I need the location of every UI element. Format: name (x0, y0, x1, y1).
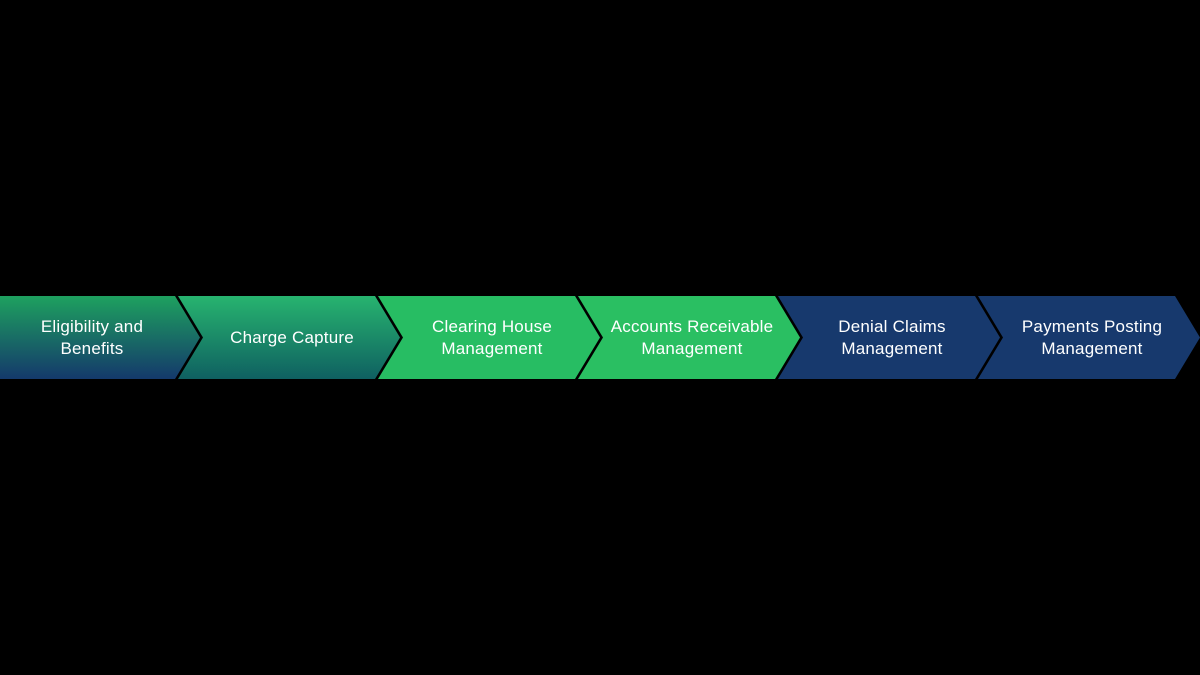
process-flow: Eligibility and Benefits Charge Capture … (0, 296, 1200, 379)
process-step: Eligibility and Benefits (0, 296, 200, 379)
process-step: Payments Posting Management (978, 296, 1200, 379)
process-step-label: Clearing House Management (432, 317, 552, 358)
process-step: Clearing House Management (378, 296, 600, 379)
process-step-label: Denial Claims Management (838, 317, 946, 358)
process-step: Denial Claims Management (778, 296, 1000, 379)
process-step: Accounts Receivable Management (578, 296, 800, 379)
process-step-label: Charge Capture (230, 327, 354, 347)
process-step-label: Payments Posting Management (1021, 317, 1163, 358)
process-step-label: Accounts Receivable Management (610, 317, 774, 358)
process-step: Charge Capture (178, 296, 400, 379)
process-step-label: Eligibility and Benefits (40, 317, 144, 358)
